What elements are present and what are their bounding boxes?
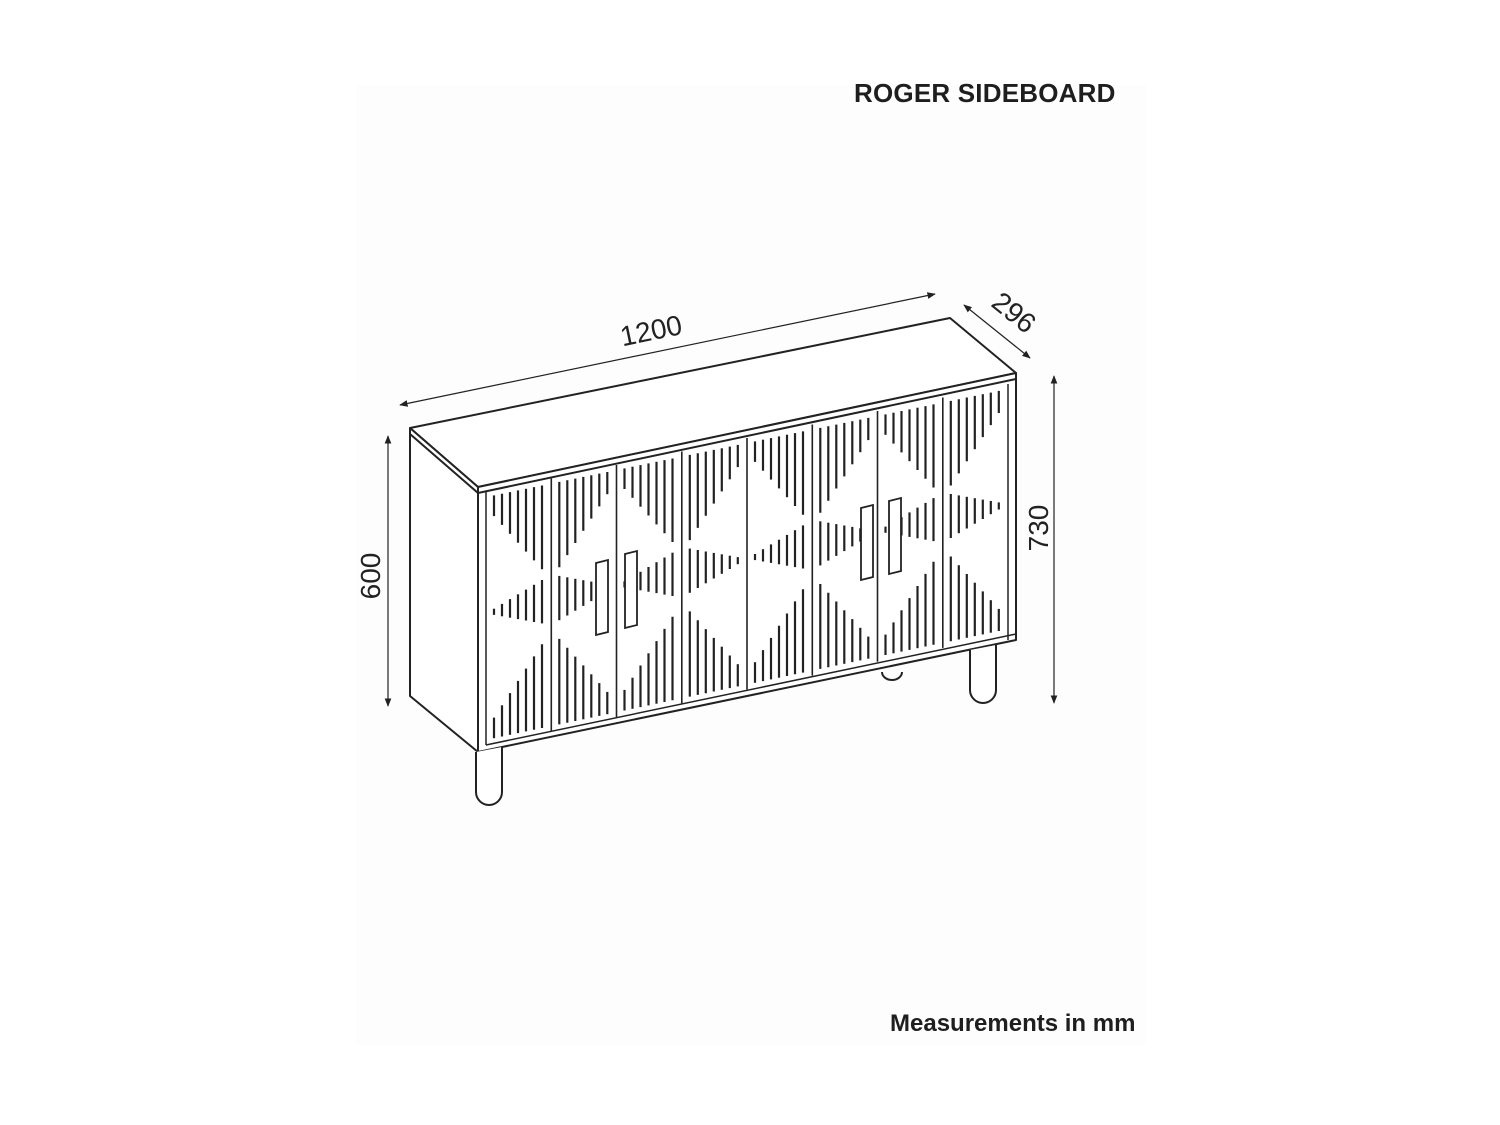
width-label: 1200 (617, 309, 684, 352)
depth-dimension-line (963, 304, 1031, 359)
depth-label: 296 (986, 286, 1042, 339)
leg-front-right (969, 645, 997, 704)
measurement-note: Measurements in mm (890, 1010, 1136, 1037)
handle-1 (595, 558, 609, 637)
handle-4 (888, 496, 902, 576)
product-title: ROGER SIDEBOARD (854, 78, 1116, 108)
handle-2 (624, 549, 638, 630)
fluted-door-slats (492, 390, 1000, 739)
width-dimension-line (399, 292, 936, 407)
body-height-label: 600 (355, 553, 386, 600)
door-handles (595, 496, 902, 637)
door-divisions (550, 397, 944, 732)
handle-3 (860, 503, 874, 582)
leg-back-hint (881, 671, 903, 681)
total-height-label: 730 (1023, 505, 1054, 552)
leg-front-left (475, 747, 503, 806)
sideboard-legs (475, 645, 997, 806)
